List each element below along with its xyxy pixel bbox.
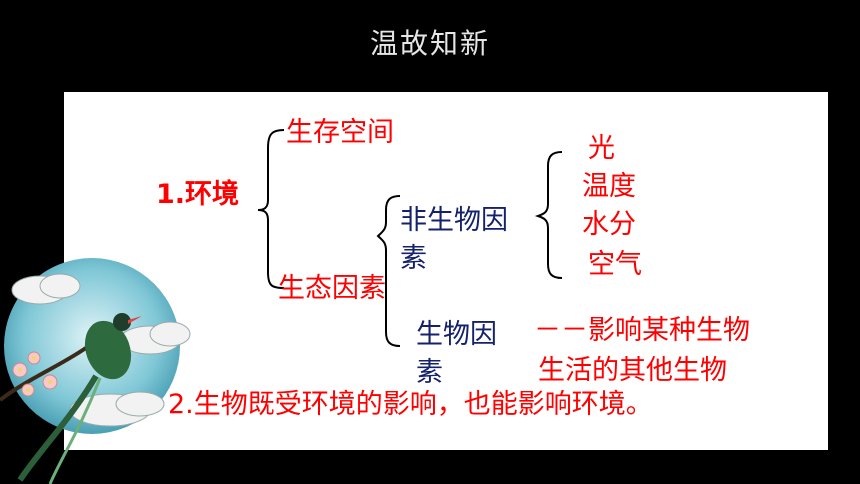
factor-water: 水分 [582, 209, 636, 240]
biotic-factors-line1: 生物因 [416, 319, 497, 350]
biotic-description-line2: 生活的其他生物 [538, 355, 727, 386]
biotic-factors-line2: 素 [416, 357, 443, 388]
factor-light: 光 [588, 133, 615, 164]
abiotic-brace [534, 151, 563, 279]
bird-flower-decoration [0, 258, 191, 484]
content-board: 1.环境 生存空间 生态因素 非生物因 素 光 温度 水分 空气 生物因 素 －… [64, 92, 828, 450]
eco-factors-label: 生态因素 [278, 273, 386, 304]
main-brace [257, 129, 285, 289]
bracket-lines [257, 129, 563, 347]
environment-label: 1.环境 [156, 179, 240, 210]
factor-temperature: 温度 [582, 171, 636, 202]
factor-air: 空气 [588, 249, 642, 280]
living-space-label: 生存空间 [286, 117, 394, 148]
abiotic-factors-line2: 素 [400, 243, 427, 274]
abiotic-factors-line1: 非生物因 [400, 205, 508, 236]
eco-factors-brace [376, 195, 401, 347]
biotic-description-line1: －－影响某种生物 [534, 315, 750, 346]
conclusion-text: 2.生物既受环境的影响，也能影响环境。 [168, 389, 653, 420]
slide-title: 温故知新 [369, 27, 490, 60]
